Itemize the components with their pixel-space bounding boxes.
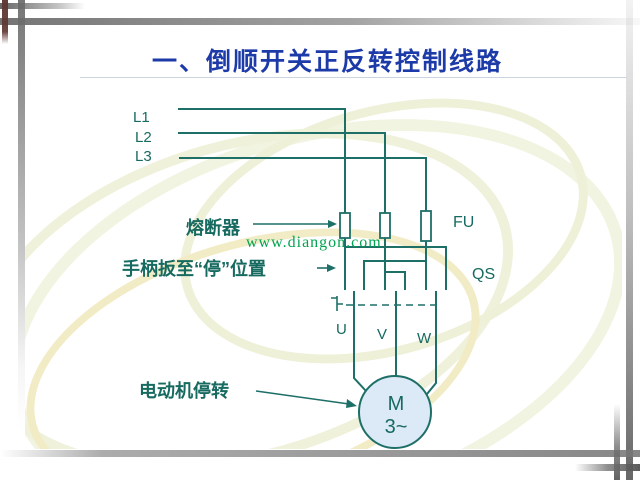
frame-top-accent-bar: [0, 3, 85, 9]
label-l1: L1: [133, 109, 150, 126]
frame-maroon-accent-bar: [2, 0, 8, 44]
wire-cross-l2: [385, 271, 406, 290]
motor-callout-arrow: [255, 390, 357, 408]
label-qs: QS: [472, 266, 495, 283]
frame-bottom-bar: [0, 450, 640, 457]
switch-handle-icon: [331, 296, 343, 311]
callout-handle: 手柄扳至“停”位置: [122, 258, 266, 279]
label-l2: L2: [135, 129, 152, 146]
wire-cross-l3: [363, 260, 426, 290]
title-underline: [80, 77, 627, 78]
motor-circle: [358, 375, 432, 449]
fuse-symbol-3: [420, 210, 432, 242]
wire-w-lead: [426, 291, 437, 395]
label-fu: FU: [453, 214, 474, 231]
slide-title: 一、倒顺开关正反转控制线路: [151, 48, 503, 76]
label-u: U: [336, 321, 347, 338]
fuse-symbol-2: [379, 212, 391, 239]
fuse-symbol-1: [339, 212, 351, 239]
label-v: V: [377, 326, 387, 343]
label-l3: L3: [135, 148, 152, 165]
frame-right-bar: [626, 0, 633, 480]
frame-bottom-accent-bar: [575, 464, 640, 471]
wire-u-lead: [353, 291, 367, 392]
frame-left-bar: [18, 0, 25, 430]
handle-callout-arrow: [317, 264, 336, 272]
callout-fuse: 熔断器: [186, 217, 241, 238]
frame-right-accent-bar: [614, 404, 620, 480]
frame-top-bar: [0, 18, 640, 25]
fuse-callout-arrow: [253, 220, 337, 228]
watermark-text: www.diangon.com: [246, 234, 382, 251]
label-w: W: [417, 330, 432, 347]
wire-cross-l1: [345, 246, 447, 290]
callout-motor: 电动机停转: [139, 380, 229, 401]
motor-letter: M: [388, 393, 405, 415]
motor-phase: 3~: [385, 416, 408, 438]
